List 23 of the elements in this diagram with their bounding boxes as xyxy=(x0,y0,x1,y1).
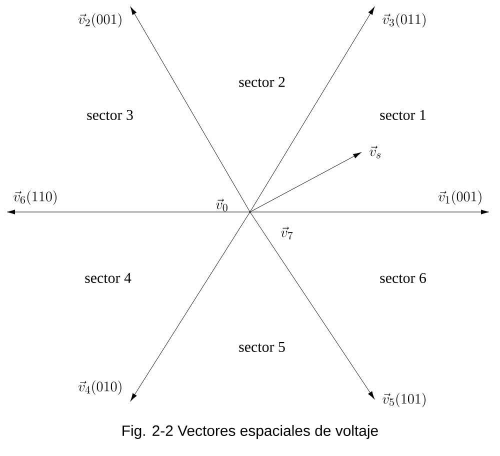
caption: Fig. 2-2 Vectores espaciales de voltaje xyxy=(122,425,378,439)
vector-label: $\vec{v}_5(101)$ xyxy=(382,392,426,408)
vector-arrow xyxy=(250,152,362,212)
vector-arrow xyxy=(7,210,250,214)
vector-arrow xyxy=(250,210,489,214)
vector-label: $\vec{v}_s$ xyxy=(370,146,381,158)
vector-arrow xyxy=(250,6,375,212)
sector-label: sector 6 xyxy=(380,272,426,283)
sector-label: sector 5 xyxy=(239,342,285,352)
sector-label: sector 1 xyxy=(380,110,426,120)
vector-label: $\vec{v}_4(010)$ xyxy=(78,380,122,395)
vector-label: $\vec{v}_0$ xyxy=(216,198,228,212)
vector-label: $\vec{v}_1(001)$ xyxy=(438,190,482,205)
vector-label: $\vec{v}_3(011)$ xyxy=(382,13,426,28)
vector-arrow xyxy=(130,6,250,212)
vector-arrow xyxy=(250,212,374,400)
sector-label: sector 3 xyxy=(87,110,133,120)
vector-arrow xyxy=(130,212,250,402)
vector-label: $\vec{v}_7$ xyxy=(281,226,293,240)
vector-label: $\vec{v}_2(001)$ xyxy=(78,13,122,28)
vector-label: $\vec{v}_6(110)$ xyxy=(14,190,56,205)
sector-label: sector 2 xyxy=(239,76,285,87)
sector-label: sector 4 xyxy=(85,273,132,283)
